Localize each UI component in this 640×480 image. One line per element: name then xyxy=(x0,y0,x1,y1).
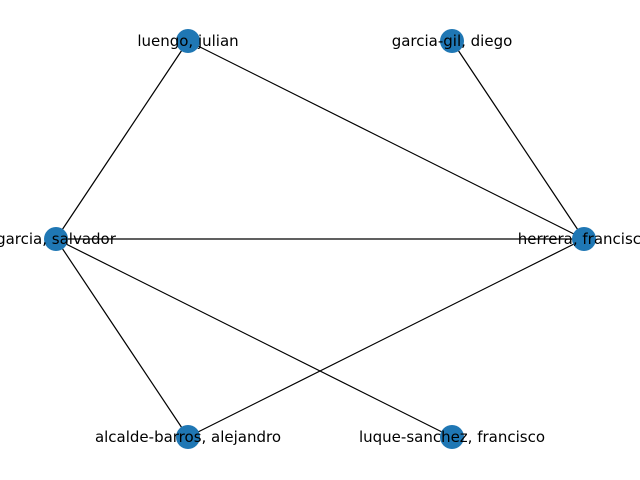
node-label-garcia: garcia, salvador xyxy=(0,230,117,248)
node-label-garcia_gil: garcia-gil, diego xyxy=(392,32,513,50)
node-luengo xyxy=(176,29,200,53)
edge-luengo-garcia xyxy=(55,40,189,240)
node-label-herrera: herrera, francisco xyxy=(518,230,640,248)
node-label-luengo: luengo, julian xyxy=(137,32,238,50)
edges-layer xyxy=(55,40,585,438)
edge-herrera-alcalde xyxy=(187,238,585,438)
nodes-layer xyxy=(44,29,596,449)
node-label-alcalde: alcalde-barros, alejandro xyxy=(95,428,281,446)
node-label-luque: luque-sanchez, francisco xyxy=(359,428,545,446)
node-alcalde xyxy=(176,425,200,449)
node-herrera xyxy=(572,227,596,251)
edge-garcia-luque xyxy=(55,238,453,438)
node-garcia xyxy=(44,227,68,251)
edge-garcia_gil-herrera xyxy=(451,40,585,240)
node-garcia_gil xyxy=(440,29,464,53)
edge-garcia-alcalde xyxy=(55,238,189,438)
labels-layer: luengo, julian garcia-gil, diego garcia, s… xyxy=(0,32,640,446)
node-luque xyxy=(440,425,464,449)
edge-luengo-herrera xyxy=(187,40,585,240)
